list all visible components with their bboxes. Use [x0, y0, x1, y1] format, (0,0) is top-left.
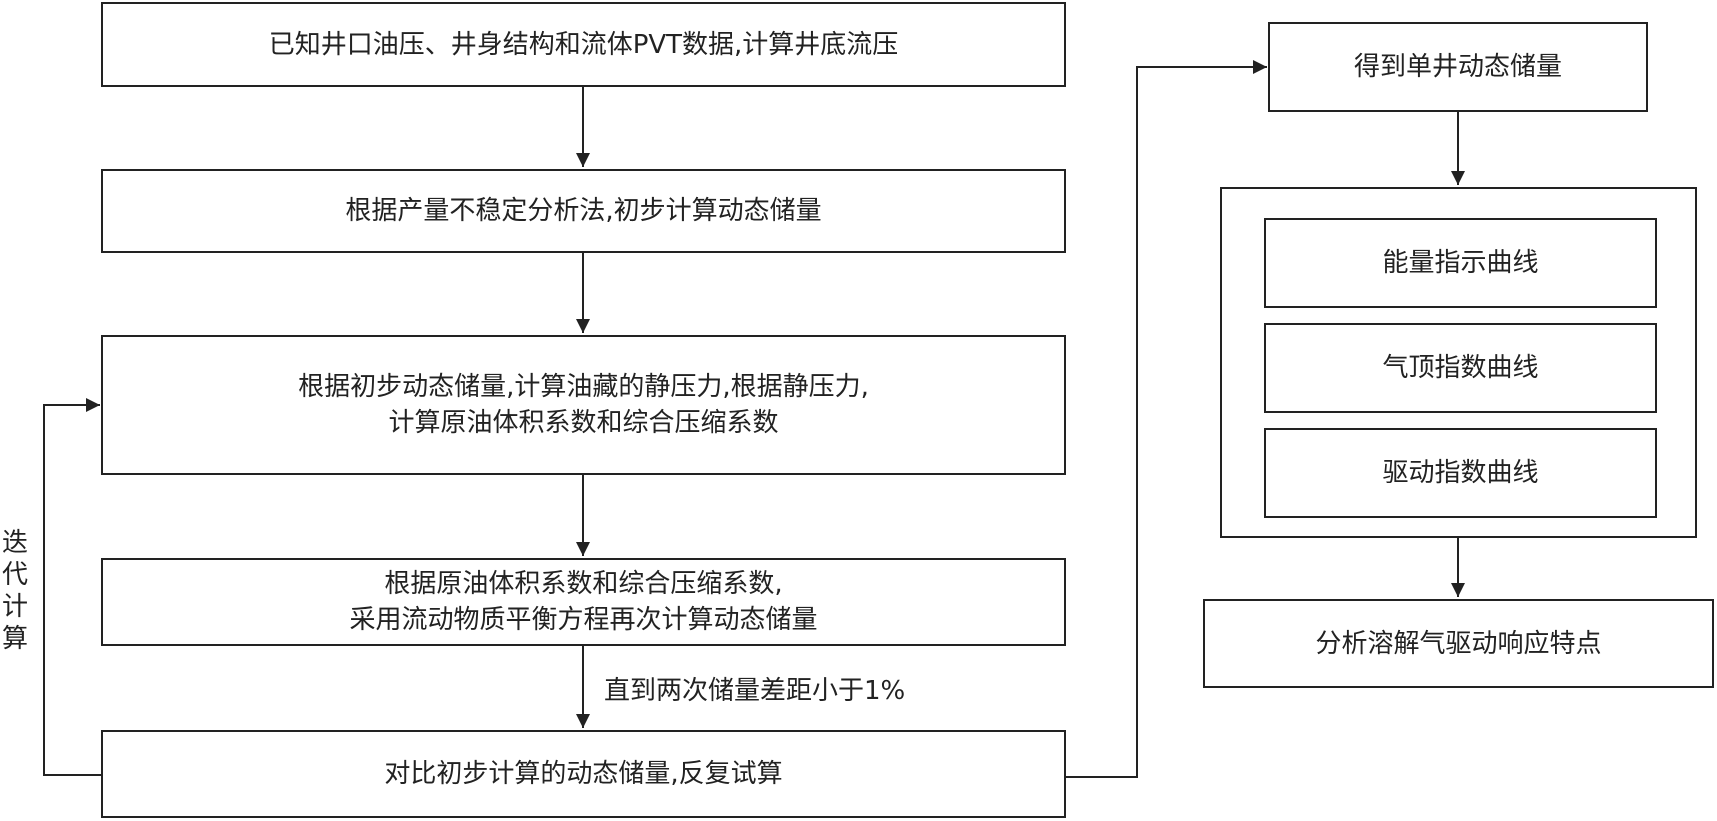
condition-label: 直到两次储量差距小于1%	[604, 676, 906, 706]
final-text: 分析溶解气驱动响应特点	[1315, 628, 1602, 659]
curve-box-energy: 能量指示曲线	[1264, 218, 1657, 308]
step4-line2: 采用流动物质平衡方程再次计算动态储量	[349, 605, 818, 635]
loop-back-arrow	[43, 398, 101, 776]
step3-line1: 根据初步动态储量,计算油藏的静压力,根据静压力,	[298, 372, 869, 402]
loop-label-char: 迭	[1, 528, 28, 558]
step3-line2: 计算原油体积系数和综合压缩系数	[388, 408, 779, 438]
step2-text: 根据产量不稳定分析法,初步计算动态储量	[345, 196, 822, 226]
step4-box: 根据原油体积系数和综合压缩系数, 采用流动物质平衡方程再次计算动态储量	[101, 558, 1066, 646]
step1-box: 已知井口油压、井身结构和流体PVT数据,计算井底流压	[101, 2, 1066, 87]
result-box: 得到单井动态储量	[1268, 22, 1648, 112]
loop-label-char: 算	[1, 624, 28, 654]
result-text: 得到单井动态储量	[1353, 52, 1562, 82]
final-box: 分析溶解气驱动响应特点	[1203, 599, 1714, 688]
loop-label-char: 计	[1, 592, 28, 622]
step5-box: 对比初步计算的动态储量,反复试算	[101, 730, 1066, 818]
loop-label-char: 代	[1, 560, 28, 590]
step5-text: 对比初步计算的动态储量,反复试算	[384, 759, 783, 789]
curve-label: 气顶指数曲线	[1382, 353, 1539, 383]
step3-box: 根据初步动态储量,计算油藏的静压力,根据静压力, 计算原油体积系数和综合压缩系数	[101, 335, 1066, 475]
step1-text: 已知井口油压、井身结构和流体PVT数据,计算井底流压	[268, 29, 899, 60]
curve-box-drive: 驱动指数曲线	[1264, 428, 1657, 518]
loop-label: 迭 代 计 算	[0, 527, 30, 655]
step2-box: 根据产量不稳定分析法,初步计算动态储量	[101, 169, 1066, 253]
curve-label: 驱动指数曲线	[1382, 458, 1539, 488]
curve-label: 能量指示曲线	[1382, 248, 1539, 278]
curve-box-gas-cap: 气顶指数曲线	[1264, 323, 1657, 413]
step4-line1: 根据原油体积系数和综合压缩系数,	[384, 569, 783, 599]
